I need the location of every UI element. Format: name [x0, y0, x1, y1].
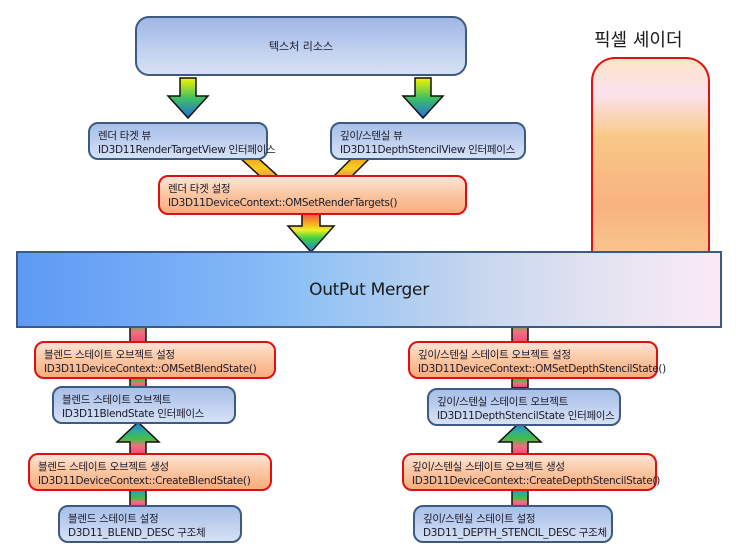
- render-target-view-title: 렌더 타겟 뷰: [98, 130, 151, 142]
- render-target-view-box: 렌더 타겟 뷰 ID3D11RenderTargetView 인터페이스: [88, 122, 276, 160]
- arrow-texture-to-dsv: [401, 77, 445, 120]
- depth-stencil-desc-struct: D3D11_DEPTH_STENCIL_DESC 구조체: [423, 527, 607, 539]
- texture-resource-label: 텍스처 리소스: [268, 40, 334, 53]
- blend-state-set-call: ID3D11DeviceContext::OMSetBlendState(): [44, 363, 257, 375]
- blend-state-create-call: ID3D11DeviceContext::CreateBlendState(): [38, 475, 251, 487]
- depth-stencil-state-object-interface: ID3D11DepthStencilState 인터페이스: [437, 410, 615, 422]
- depth-stencil-state-set-call: ID3D11DeviceContext::OMSetDepthStencilSt…: [418, 363, 666, 375]
- blend-state-object-box: 블렌드 스테이트 오브젝트 ID3D11BlendState 인터페이스: [52, 386, 236, 424]
- set-render-targets-box: 렌더 타겟 설정 ID3D11DeviceContext::OMSetRende…: [158, 175, 467, 215]
- depth-stencil-view-interface: ID3D11DepthStencilView 인터페이스: [340, 144, 515, 156]
- depth-stencil-view-box: 깊이/스텐실 뷰 ID3D11DepthStencilView 인터페이스: [330, 122, 526, 160]
- blend-state-set-box: 블렌드 스테이트 오브젝트 설정 ID3D11DeviceContext::OM…: [34, 341, 276, 379]
- depth-stencil-state-create-box: 깊이/스텐실 스테이트 오브젝트 생성 ID3D11DeviceContext:…: [402, 453, 660, 491]
- render-target-view-interface: ID3D11RenderTargetView 인터페이스: [98, 144, 276, 156]
- arrow-texture-to-rtv: [166, 77, 210, 120]
- set-render-targets-title: 렌더 타겟 설정: [168, 183, 231, 195]
- blend-desc-title: 블렌드 스테이트 설정: [68, 513, 159, 525]
- arrow-set-to-merger: [286, 211, 336, 254]
- depth-stencil-state-object-title: 깊이/스텐실 스테이트 오브젝트: [437, 396, 568, 408]
- blend-desc-box: 블렌드 스테이트 설정 D3D11_BLEND_DESC 구조체: [58, 505, 242, 543]
- arrow-ds-create-to-obj: [497, 420, 543, 457]
- output-merger-label: OutPut Merger: [309, 279, 429, 300]
- depth-stencil-state-object-box: 깊이/스텐실 스테이트 오브젝트 ID3D11DepthStencilState…: [427, 388, 621, 426]
- arrow-blend-create-to-obj: [115, 420, 161, 457]
- depth-stencil-desc-box: 깊이/스텐실 스테이트 설정 D3D11_DEPTH_STENCIL_DESC …: [413, 505, 613, 543]
- depth-stencil-view-title: 깊이/스텐실 뷰: [340, 130, 403, 142]
- depth-stencil-state-create-call: ID3D11DeviceContext::CreateDepthStencilS…: [412, 475, 660, 487]
- depth-stencil-desc-title: 깊이/스텐실 스테이트 설정: [423, 513, 536, 525]
- depth-stencil-state-create-title: 깊이/스텐실 스테이트 오브젝트 생성: [412, 461, 565, 473]
- blend-state-object-title: 블렌드 스테이트 오브젝트: [62, 394, 172, 406]
- pixel-shader-box: [591, 57, 710, 253]
- output-merger-box: OutPut Merger: [16, 251, 722, 328]
- depth-stencil-state-set-title: 깊이/스텐실 스테이트 오브젝트 설정: [418, 349, 571, 361]
- blend-desc-struct: D3D11_BLEND_DESC 구조체: [68, 527, 206, 539]
- set-render-targets-call: ID3D11DeviceContext::OMSetRenderTargets(…: [168, 197, 398, 209]
- blend-state-object-interface: ID3D11BlendState 인터페이스: [62, 408, 205, 420]
- blend-state-set-title: 블렌드 스테이트 오브젝트 설정: [44, 349, 175, 361]
- blend-state-create-box: 블렌드 스테이트 오브젝트 생성 ID3D11DeviceContext::Cr…: [28, 453, 272, 491]
- texture-resource-box: 텍스처 리소스: [135, 16, 467, 76]
- blend-state-create-title: 블렌드 스테이트 오브젝트 생성: [38, 461, 169, 473]
- pixel-shader-label: 픽셀 셰이더: [594, 30, 683, 51]
- depth-stencil-state-set-box: 깊이/스텐실 스테이트 오브젝트 설정 ID3D11DeviceContext:…: [408, 341, 666, 379]
